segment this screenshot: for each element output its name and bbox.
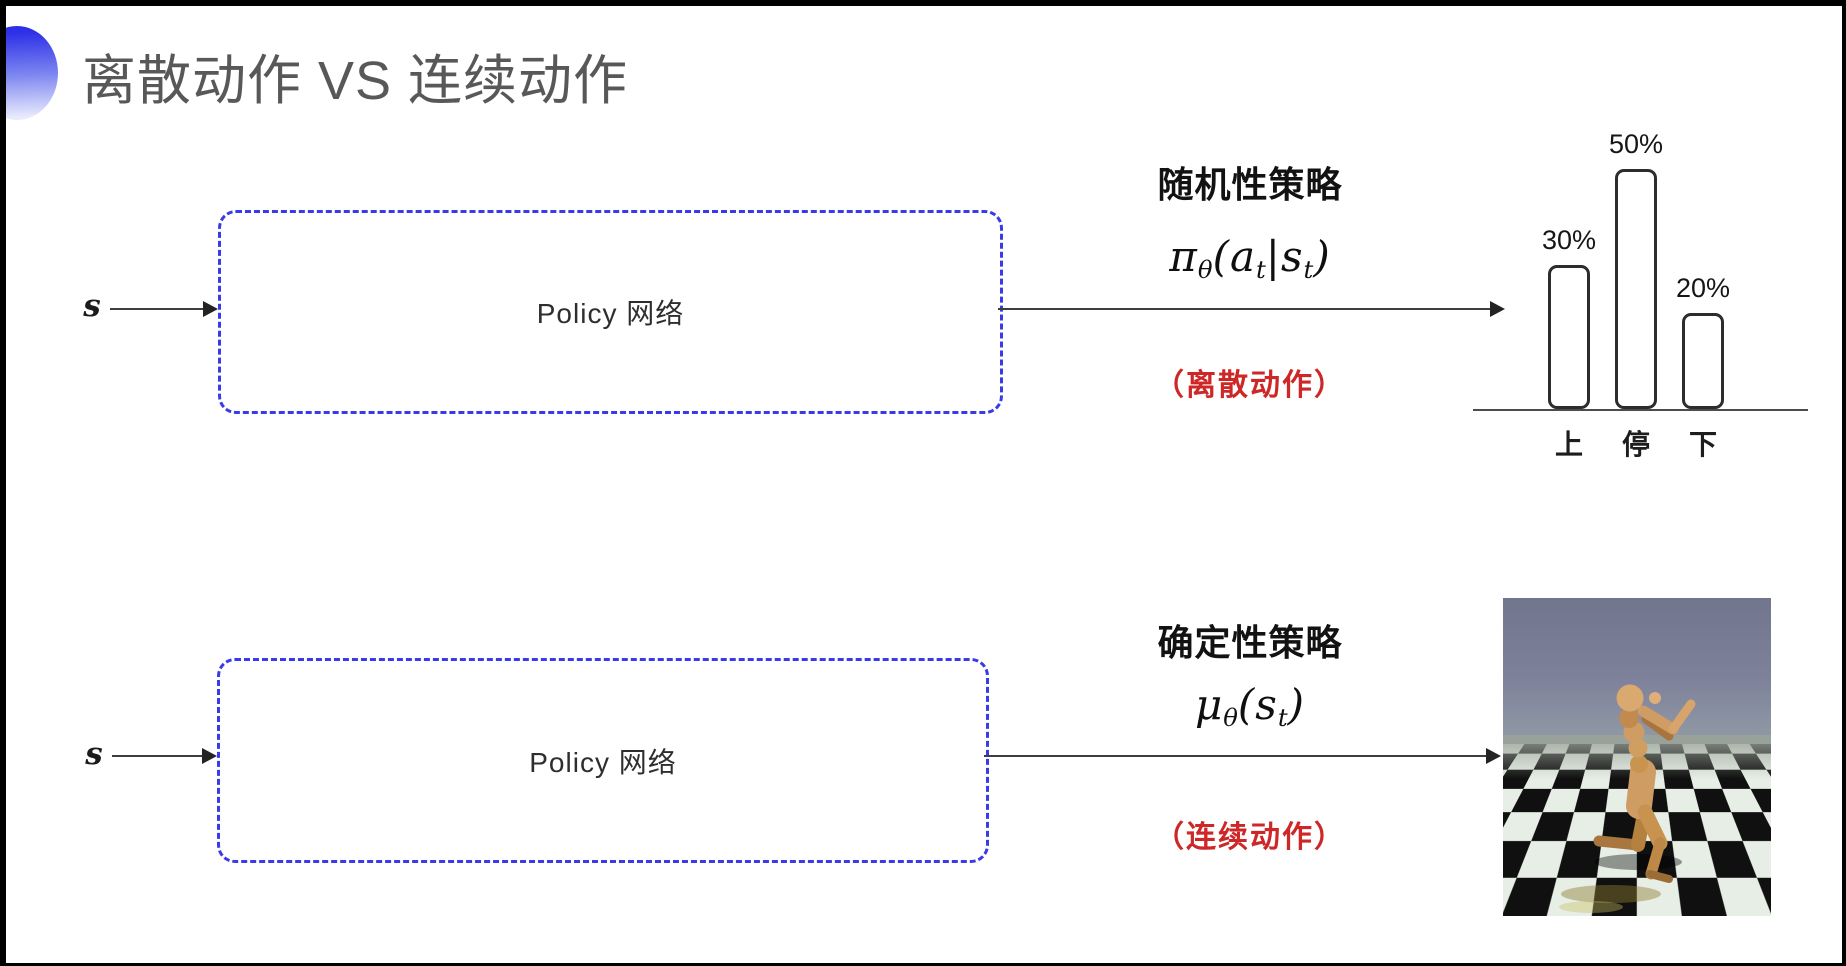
bar-value-label: 50%: [1608, 129, 1664, 159]
output-arrow: [998, 301, 1505, 317]
humanoid-robot-figure: [1559, 684, 1696, 913]
bar-value-label: 30%: [1541, 225, 1597, 255]
policy-type-title: 确定性策略: [1157, 622, 1343, 663]
policy-network-label: Policy 网络: [536, 298, 685, 329]
state-input-label: s: [83, 288, 101, 324]
slide-border-top: [0, 0, 1846, 6]
bar-category-label: 停: [1621, 429, 1650, 460]
continuous-action-note: （连续动作）: [1154, 821, 1346, 854]
policy-network-box: Policy 网络: [218, 210, 1003, 414]
chart-baseline: [1473, 409, 1808, 411]
slide-border-bottom: [0, 963, 1846, 966]
bar-category-label: 下: [1688, 429, 1717, 460]
discrete-action-note: （离散动作）: [1154, 369, 1346, 402]
input-arrow: [110, 301, 218, 317]
slide-border-left: [0, 0, 6, 966]
policy-network-label: Policy 网络: [529, 746, 677, 778]
formula-part: st: [1280, 232, 1314, 284]
slide-border-right: [1842, 0, 1846, 966]
state-input-label: s: [85, 736, 103, 772]
bar-value-label: 20%: [1675, 273, 1731, 303]
output-arrow: [984, 748, 1501, 764]
formula-part: ): [1287, 680, 1305, 729]
formula-part: πθ: [1169, 232, 1213, 284]
formula-part: (: [1212, 232, 1229, 281]
formula-part: st: [1255, 680, 1288, 732]
stochastic-policy-formula: πθ(at|st): [1080, 232, 1420, 284]
policy-type-title: 随机性策略: [1157, 164, 1343, 205]
formula-part: (: [1237, 680, 1255, 729]
page-title: 离散动作 VS 连续动作: [82, 51, 629, 111]
formula-part: at: [1229, 232, 1266, 284]
bar-category-label: 上: [1554, 429, 1583, 460]
formula-part: ): [1313, 232, 1330, 281]
title-accent-dot-icon: [0, 26, 58, 120]
input-arrow: [112, 748, 217, 764]
deterministic-policy-formula: μθ(st): [1080, 680, 1420, 732]
probability-bar: [1615, 169, 1657, 409]
policy-network-box: Policy 网络: [217, 658, 989, 863]
formula-part: |: [1265, 232, 1280, 281]
humanoid-simulation-image: [1503, 598, 1771, 916]
probability-chart: 30% 上 50% 停 20% 下: [1473, 95, 1808, 475]
formula-part: μθ: [1194, 680, 1238, 732]
probability-bar: [1548, 265, 1590, 409]
probability-bar: [1682, 313, 1724, 409]
